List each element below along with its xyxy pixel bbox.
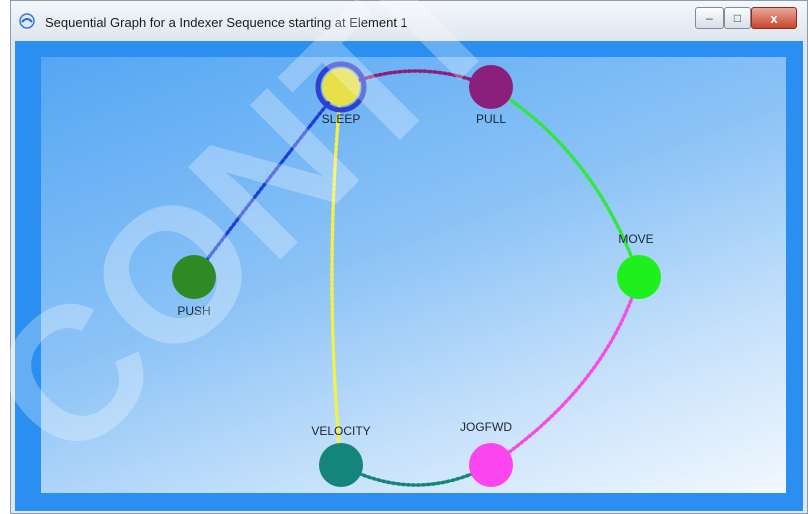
graph-window: Sequential Graph for a Indexer Sequence … [10, 0, 808, 514]
close-icon: x [770, 10, 778, 26]
title-bar[interactable]: Sequential Graph for a Indexer Sequence … [11, 1, 807, 41]
node-sleep[interactable]: SLEEP [315, 61, 367, 126]
close-button[interactable]: x [751, 7, 797, 29]
edge-jogfwd-velocity [339, 463, 493, 487]
minimize-button[interactable]: – [695, 7, 724, 29]
minimize-icon: – [706, 11, 713, 25]
node-label-move: MOVE [618, 232, 653, 246]
node-circle-sleep[interactable] [322, 68, 360, 106]
node-circle-pull[interactable] [469, 65, 513, 109]
sequence-graph: SLEEP PULL MOVE JOGFWD VELOCITY PUSH [172, 61, 661, 487]
node-circle-velocity[interactable] [319, 443, 363, 487]
node-pull[interactable]: PULL [469, 65, 513, 126]
window-title: Sequential Graph for a Indexer Sequence … [45, 15, 408, 30]
node-label-velocity: VELOCITY [311, 424, 370, 438]
node-circle-move[interactable] [617, 255, 661, 299]
app-icon [19, 13, 35, 29]
edge-pull-move [489, 85, 641, 279]
maximize-icon: □ [733, 11, 742, 25]
maximize-button[interactable]: □ [724, 7, 751, 29]
node-label-pull: PULL [476, 112, 506, 126]
node-move[interactable]: MOVE [617, 232, 661, 299]
node-label-jogfwd: JOGFWD [460, 420, 512, 434]
edge-move-jogfwd [489, 275, 641, 467]
node-velocity[interactable]: VELOCITY [311, 424, 371, 487]
node-label-sleep: SLEEP [322, 112, 361, 126]
node-label-push: PUSH [177, 304, 210, 318]
node-push[interactable]: PUSH [172, 255, 216, 318]
edge-push-sleep [192, 85, 343, 279]
node-circle-push[interactable] [172, 255, 216, 299]
node-selection-ring [315, 61, 367, 113]
graph-canvas: SLEEP PULL MOVE JOGFWD VELOCITY PUSH [41, 57, 786, 493]
edge-velocity-sleep [330, 85, 343, 467]
node-circle-jogfwd[interactable] [469, 443, 513, 487]
graph-frame: SLEEP PULL MOVE JOGFWD VELOCITY PUSH [15, 41, 803, 511]
node-jogfwd[interactable]: JOGFWD [460, 420, 513, 487]
